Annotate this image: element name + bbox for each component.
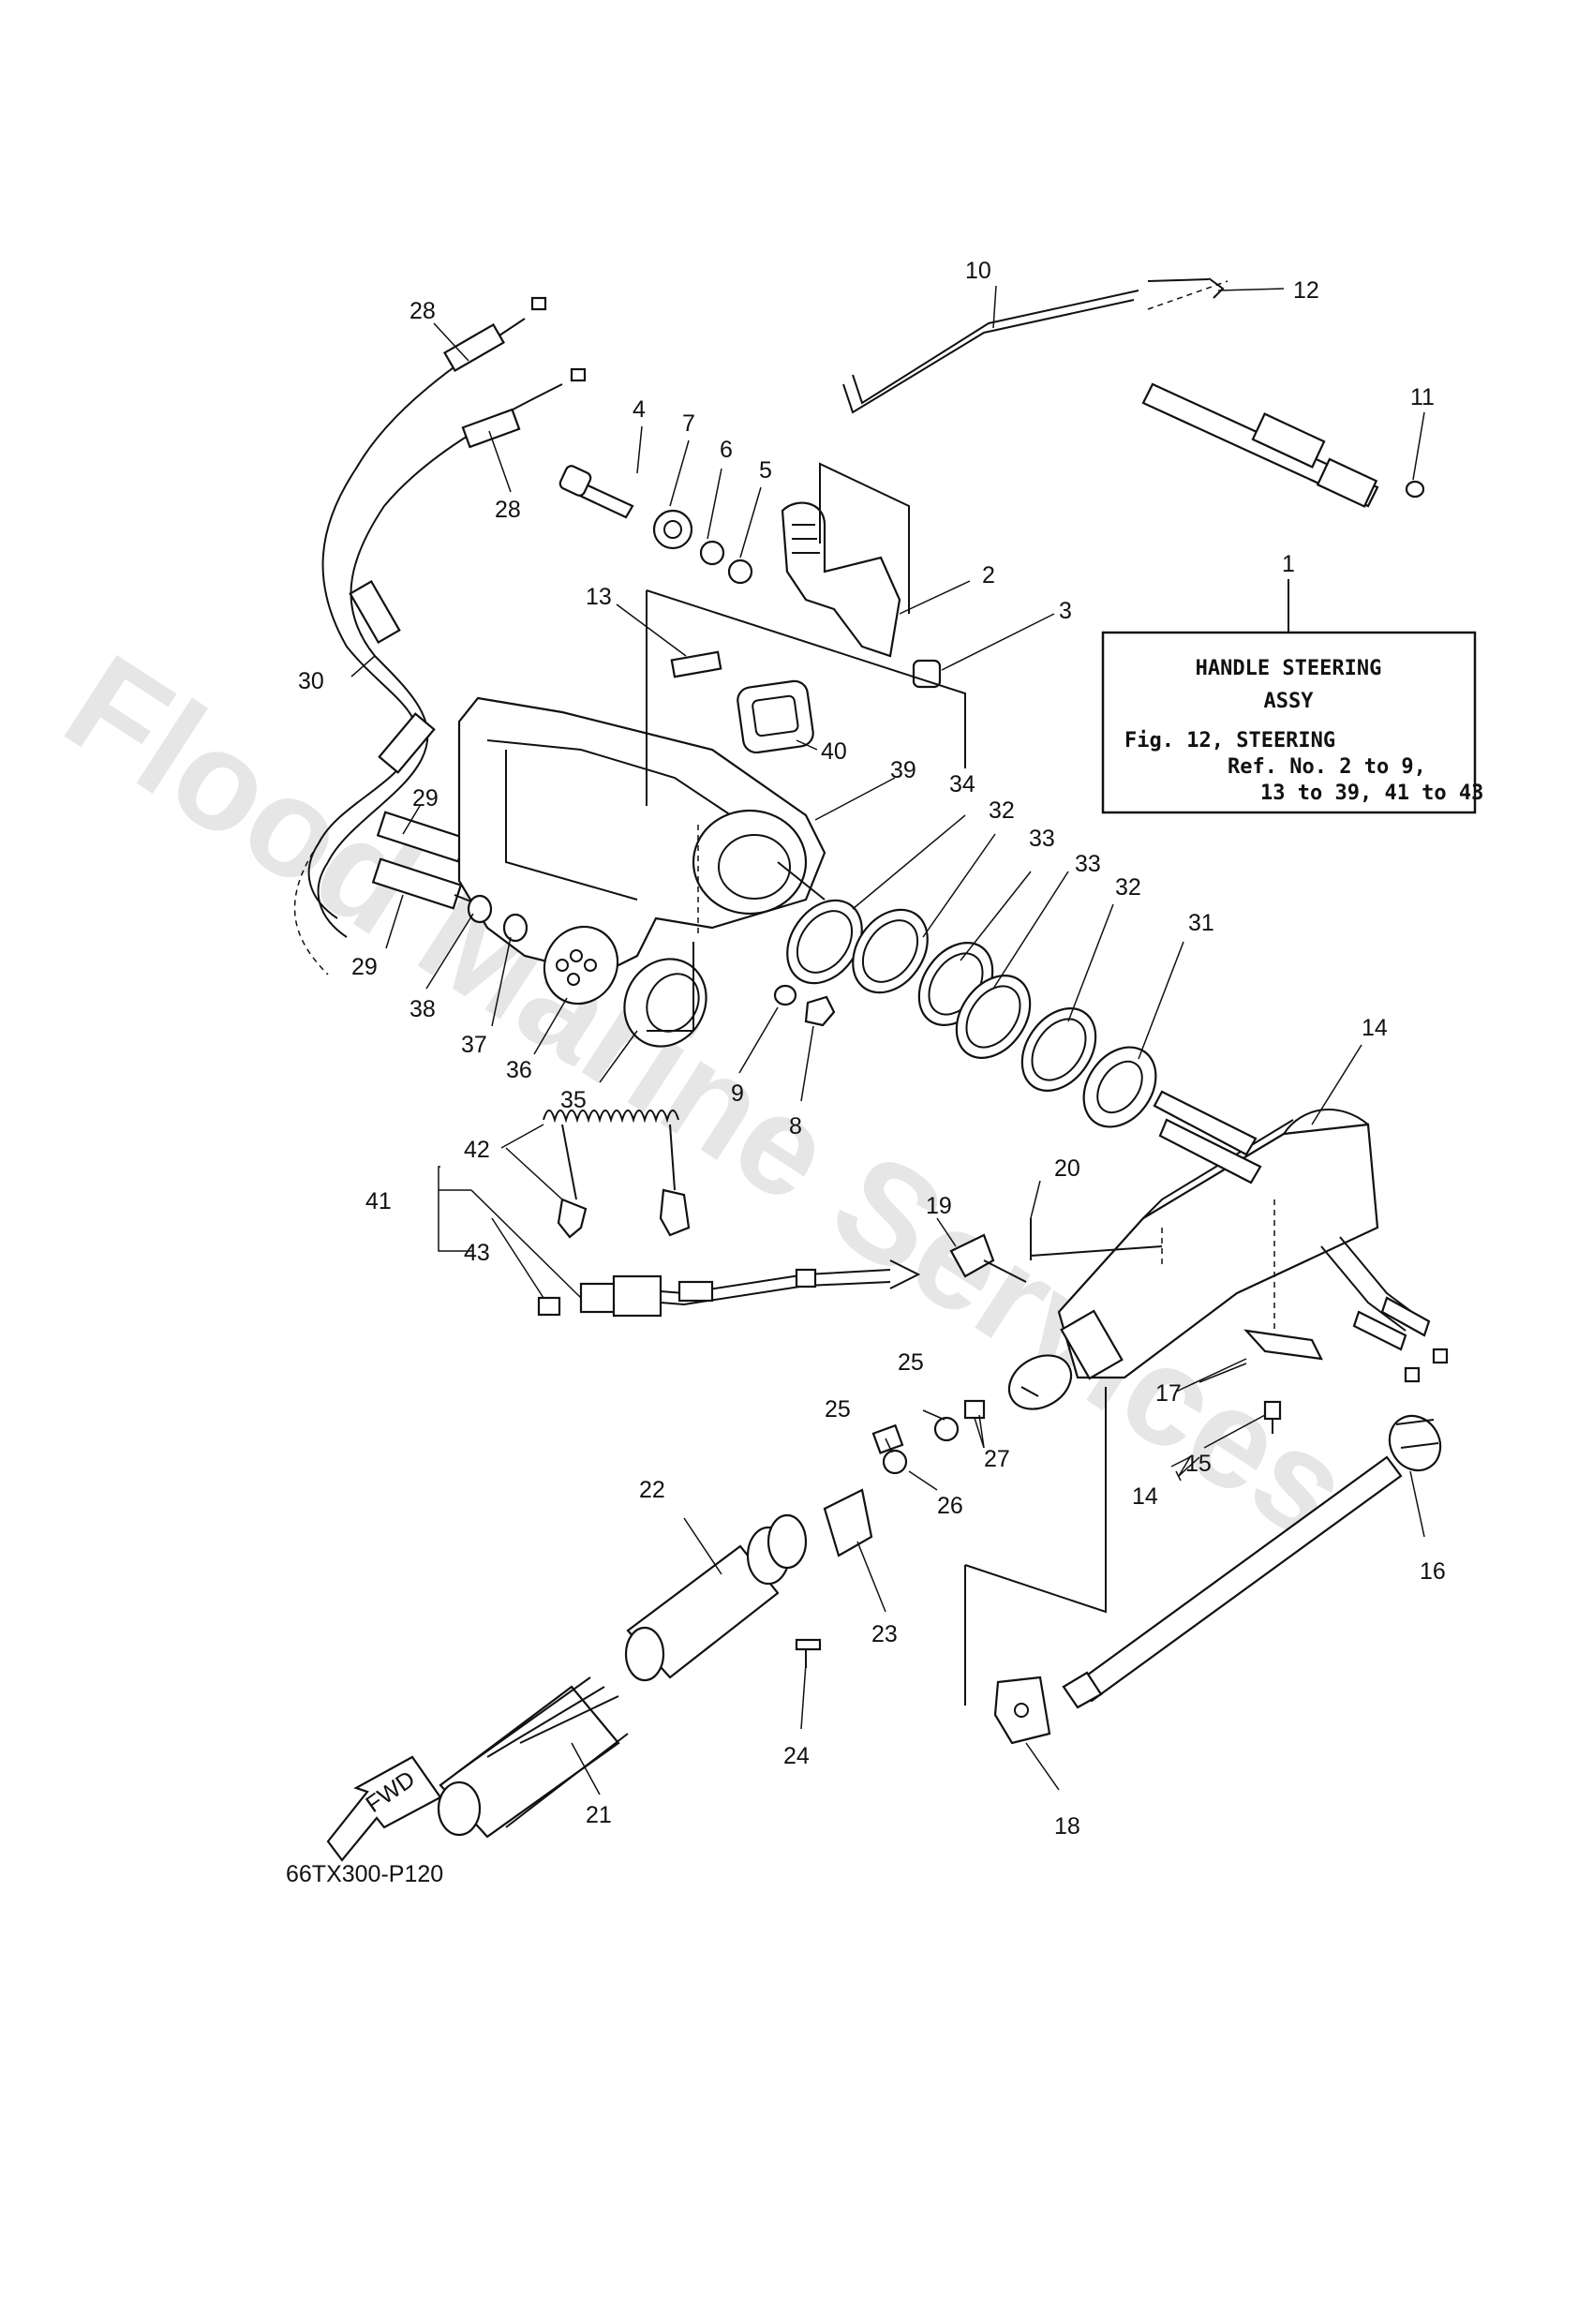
ref-box-top <box>819 462 910 614</box>
callout-24: 24 <box>783 1743 810 1769</box>
assy-ref-line3: 13 to 39, 41 to 43 <box>1260 782 1483 805</box>
callout-29-bottom: 29 <box>351 954 378 980</box>
callout-35: 35 <box>560 1087 587 1113</box>
callout-34: 34 <box>949 771 975 797</box>
callout-32-top: 32 <box>989 797 1015 824</box>
assy-title-line1: HANDLE STEERING <box>1196 657 1382 680</box>
callout-32-bottom: 32 <box>1115 874 1141 901</box>
callout-39: 39 <box>890 757 916 783</box>
callout-12: 12 <box>1293 277 1319 304</box>
callout-38: 38 <box>409 996 436 1022</box>
bracket-clip <box>964 1387 1107 1745</box>
callout-33-bottom: 33 <box>1075 851 1101 877</box>
callout-2: 2 <box>982 562 995 588</box>
callout-5: 5 <box>759 457 772 484</box>
assy-title-line2: ASSY <box>1264 690 1315 713</box>
callout-20: 20 <box>1054 1155 1080 1182</box>
callout-16: 16 <box>1420 1558 1446 1585</box>
throttle-grip-assembly <box>437 1399 986 1839</box>
callout-11: 11 <box>1410 384 1435 410</box>
grommet <box>737 679 814 754</box>
callout-25-upper: 25 <box>898 1349 924 1376</box>
callout-21: 21 <box>586 1802 612 1828</box>
callout-31: 31 <box>1188 910 1214 936</box>
callout-28-bottom: 28 <box>495 497 521 523</box>
label-plate <box>670 650 722 678</box>
callout-8: 8 <box>789 1113 802 1140</box>
callout-26: 26 <box>937 1493 963 1519</box>
callout-30: 30 <box>298 668 324 694</box>
callout-43: 43 <box>464 1240 490 1266</box>
throttle-shift-cables <box>293 296 587 976</box>
plate-and-screw <box>1243 1329 1323 1434</box>
seal-stack <box>467 894 1157 1128</box>
callout-17: 17 <box>1155 1380 1182 1407</box>
callout-6: 6 <box>720 437 733 463</box>
callout-42: 42 <box>464 1137 490 1163</box>
callout-9: 9 <box>731 1080 744 1107</box>
callout-25-lower: 25 <box>825 1396 851 1423</box>
callout-27: 27 <box>984 1446 1010 1472</box>
callout-41: 41 <box>365 1188 392 1214</box>
callout-14-arm: 14 <box>1362 1015 1388 1041</box>
callout-15: 15 <box>1185 1451 1212 1477</box>
callout-13: 13 <box>586 584 612 610</box>
callout-18: 18 <box>1054 1813 1080 1840</box>
shift-lever-assembly <box>558 465 942 689</box>
bracket-housing <box>457 696 826 976</box>
lanyard-kill-switch <box>537 1110 921 1318</box>
callout-33-top: 33 <box>1029 826 1055 852</box>
callout-23: 23 <box>871 1621 898 1647</box>
callout-19: 19 <box>926 1193 952 1219</box>
callout-10: 10 <box>965 258 991 284</box>
callout-3: 3 <box>1059 598 1072 624</box>
callout-37: 37 <box>461 1032 487 1058</box>
callout-40: 40 <box>821 738 847 765</box>
diagram-code: 66TX300-P120 <box>286 1861 443 1887</box>
callout-numbers: 28 28 30 29 29 38 37 36 35 4 7 6 5 2 3 1… <box>298 258 1446 1840</box>
throttle-rod <box>842 277 1425 508</box>
callout-14-screw: 14 <box>1132 1483 1158 1510</box>
assy-ref-line2: Ref. No. 2 to 9, <box>1228 755 1426 779</box>
callout-22: 22 <box>639 1477 665 1503</box>
steering-handle-arm <box>1007 1090 1449 1410</box>
callout-28-top: 28 <box>409 298 436 324</box>
fwd-arrow: FWD <box>326 1755 442 1862</box>
callout-7: 7 <box>682 410 695 437</box>
leader-lines <box>350 285 1425 1795</box>
shift-rod <box>1062 1414 1442 1709</box>
callout-4: 4 <box>633 396 646 423</box>
callout-36: 36 <box>506 1057 532 1083</box>
kill-switch-bolt <box>949 1218 1163 1283</box>
assy-ref-line1: Fig. 12, STEERING <box>1124 729 1335 752</box>
callout-29-top: 29 <box>412 785 439 812</box>
assy-reference-box: HANDLE STEERING ASSY Fig. 12, STEERING R… <box>1101 579 1483 814</box>
callout-1: 1 <box>1282 551 1295 577</box>
